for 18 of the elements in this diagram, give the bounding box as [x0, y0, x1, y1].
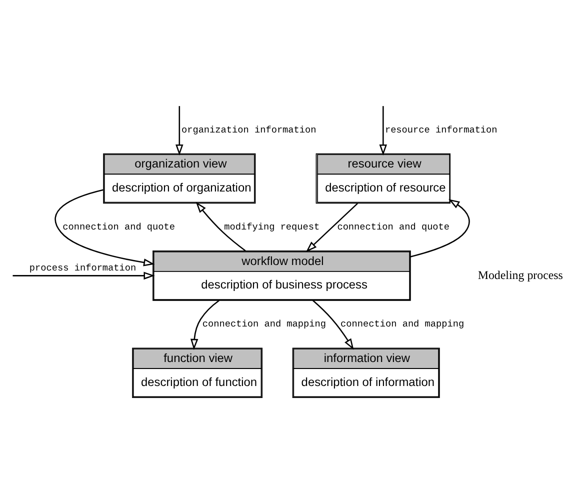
arrow — [12, 271, 155, 280]
edge-label: modifying request — [224, 220, 320, 232]
arrow — [410, 198, 470, 257]
arrow — [196, 201, 246, 251]
edge-label: resource information — [384, 124, 498, 135]
edge-label: process information — [29, 262, 136, 273]
arrow — [312, 299, 354, 350]
edge-label: connection and mapping — [340, 318, 464, 330]
arrow — [190, 300, 220, 350]
edge-label: connection and mapping — [202, 318, 326, 330]
arrow — [176, 106, 184, 156]
edge-label: connection and quote — [337, 220, 450, 232]
arrow — [54, 188, 155, 266]
edge-label: connection and quote — [62, 220, 176, 232]
edge-label: organization information — [181, 124, 316, 135]
label: Modeling process — [478, 267, 563, 282]
arrow — [379, 106, 388, 156]
arrow — [306, 202, 358, 252]
